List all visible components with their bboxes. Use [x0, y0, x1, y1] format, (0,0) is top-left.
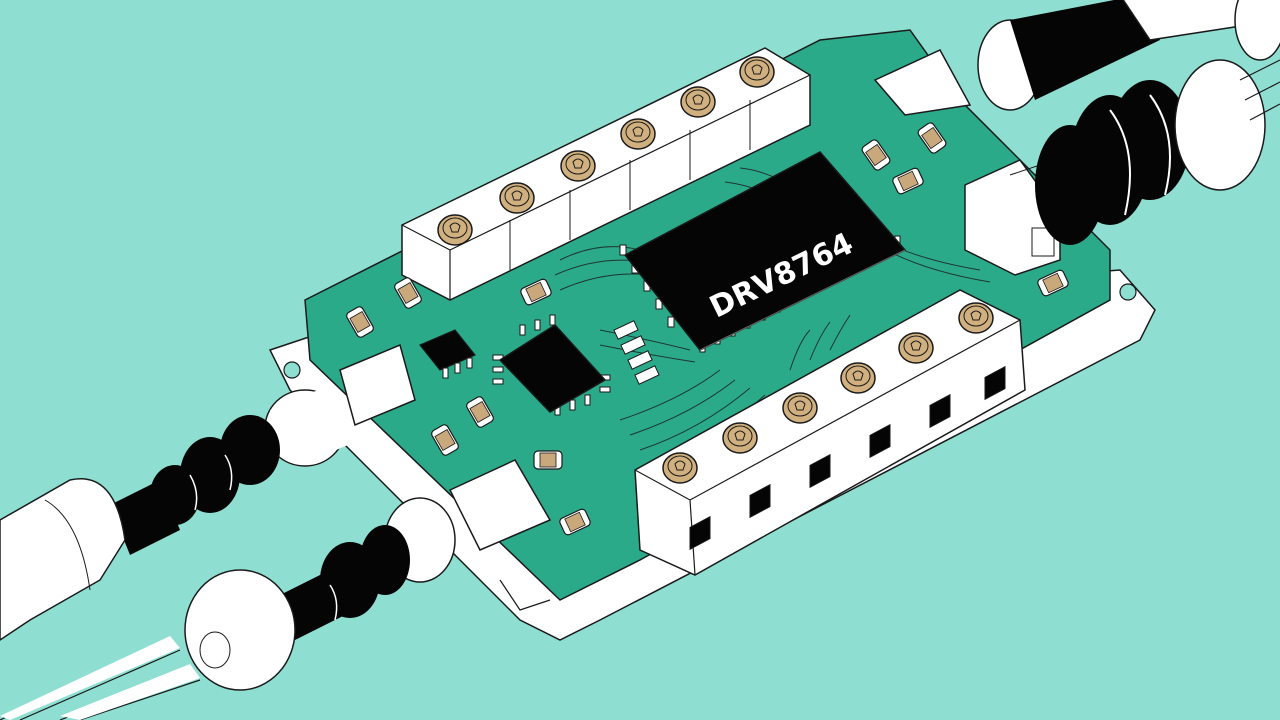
cable-left-upper — [0, 343, 416, 641]
resistor-array — [613, 320, 660, 385]
cable-right-upper — [873, 0, 1280, 116]
small-chip — [492, 314, 611, 416]
cable-right-lower — [964, 59, 1280, 276]
terminal-block-bottom — [634, 289, 1026, 576]
transistor — [419, 329, 476, 379]
terminal-block-top — [401, 47, 811, 301]
cable-left-lower — [0, 459, 552, 720]
